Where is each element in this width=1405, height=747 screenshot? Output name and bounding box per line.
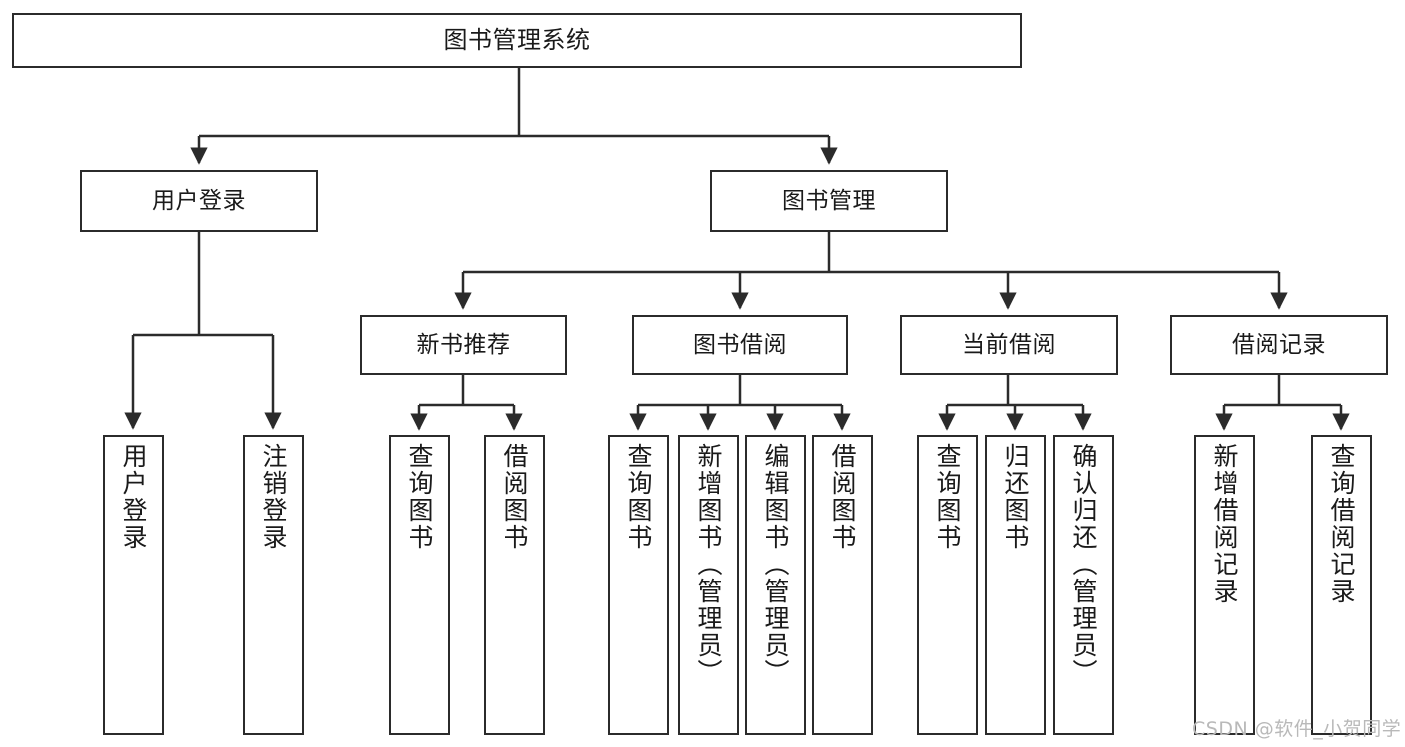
leaf-new-book-borrow-book[interactable]: 借阅图书 bbox=[484, 435, 545, 735]
node-root-book-management-system[interactable]: 图书管理系统 bbox=[12, 13, 1022, 68]
leaf-borrow-record-add-record[interactable]: 新增借阅记录 bbox=[1194, 435, 1255, 735]
node-user-login[interactable]: 用户登录 bbox=[80, 170, 318, 232]
node-label: 归还图书 bbox=[1001, 443, 1030, 551]
node-label: 新增图书（管理员） bbox=[694, 443, 723, 686]
node-borrow-record[interactable]: 借阅记录 bbox=[1170, 315, 1388, 375]
node-current-borrow[interactable]: 当前借阅 bbox=[900, 315, 1118, 375]
node-label: 借阅记录 bbox=[1232, 331, 1326, 358]
node-label: 借阅图书 bbox=[828, 443, 857, 551]
node-book-management[interactable]: 图书管理 bbox=[710, 170, 948, 232]
watermark-text: CSDN @软件_小贺同学 bbox=[1192, 718, 1402, 740]
node-label: 查询图书 bbox=[624, 443, 653, 551]
leaf-book-borrow-add-book-admin[interactable]: 新增图书（管理员） bbox=[678, 435, 739, 735]
leaf-book-borrow-borrow-book[interactable]: 借阅图书 bbox=[812, 435, 873, 735]
node-label: 注销登录 bbox=[259, 443, 288, 551]
node-label: 图书管理 bbox=[782, 187, 876, 214]
leaf-new-book-query-book[interactable]: 查询图书 bbox=[389, 435, 450, 735]
node-label: 查询图书 bbox=[405, 443, 434, 551]
leaf-user-login-logout[interactable]: 注销登录 bbox=[243, 435, 304, 735]
leaf-book-borrow-query-book[interactable]: 查询图书 bbox=[608, 435, 669, 735]
node-label: 查询借阅记录 bbox=[1327, 443, 1356, 605]
leaf-book-borrow-edit-book-admin[interactable]: 编辑图书（管理员） bbox=[745, 435, 806, 735]
node-label: 新增借阅记录 bbox=[1210, 443, 1239, 605]
node-label: 图书借阅 bbox=[693, 331, 787, 358]
node-label: 当前借阅 bbox=[962, 331, 1056, 358]
node-label: 图书管理系统 bbox=[443, 25, 591, 54]
leaf-current-borrow-query-book[interactable]: 查询图书 bbox=[917, 435, 978, 735]
node-label: 确认归还（管理员） bbox=[1069, 443, 1098, 686]
leaf-user-login-do-login[interactable]: 用户登录 bbox=[103, 435, 164, 735]
node-new-book-recommend[interactable]: 新书推荐 bbox=[360, 315, 567, 375]
node-label: 用户登录 bbox=[119, 443, 148, 551]
leaf-current-borrow-return-book[interactable]: 归还图书 bbox=[985, 435, 1046, 735]
node-label: 用户登录 bbox=[152, 187, 246, 214]
node-label: 编辑图书（管理员） bbox=[761, 443, 790, 686]
leaf-borrow-record-query-record[interactable]: 查询借阅记录 bbox=[1311, 435, 1372, 735]
leaf-current-borrow-confirm-return-admin[interactable]: 确认归还（管理员） bbox=[1053, 435, 1114, 735]
node-label: 查询图书 bbox=[933, 443, 962, 551]
node-book-borrow[interactable]: 图书借阅 bbox=[632, 315, 848, 375]
node-label: 新书推荐 bbox=[416, 331, 511, 358]
node-label: 借阅图书 bbox=[500, 443, 529, 551]
